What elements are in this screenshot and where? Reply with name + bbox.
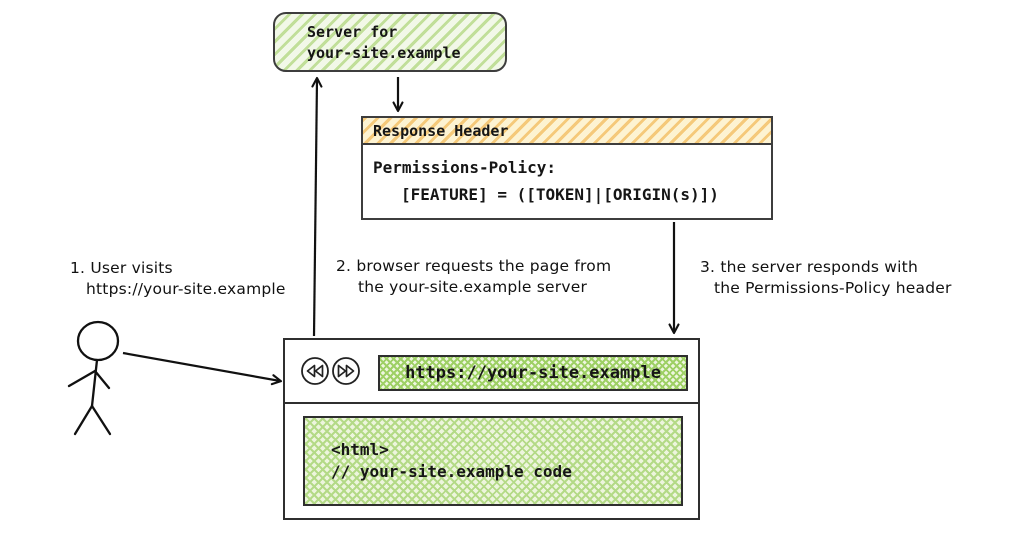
server-box: Server for your-site.example — [273, 12, 507, 72]
user-left-arm — [67, 369, 97, 388]
step-3-line1: 3. the server responds with — [700, 258, 918, 276]
response-header-title: Response Header — [363, 118, 771, 145]
user-head — [76, 320, 120, 362]
step-2-line1: 2. browser requests the page from — [336, 257, 612, 275]
page-code-line2: // your-site.example code — [331, 462, 572, 481]
forward-icon — [332, 357, 360, 385]
browser-window: https://your-site.example <html> // your… — [283, 338, 700, 520]
step-1-label: 1. User visits https://your-site.example — [70, 258, 286, 300]
user-right-leg — [90, 404, 112, 436]
browser-request-arrow — [311, 76, 323, 337]
user-right-arm — [93, 369, 111, 390]
user-body — [90, 358, 99, 408]
user-stick-figure — [67, 320, 120, 436]
page-content-box: <html> // your-site.example code — [303, 416, 683, 506]
url-text: https://your-site.example — [405, 363, 661, 383]
server-label-line1: Server for — [307, 23, 398, 41]
step-2-label: 2. browser requests the page from the yo… — [336, 256, 611, 298]
policy-syntax: [FEATURE] = ([TOKEN]|[ORIGIN(s)]) — [401, 185, 719, 204]
user-left-leg — [73, 404, 94, 436]
back-icon — [301, 357, 329, 385]
server-label-line2: your-site.example — [307, 44, 461, 62]
page-code-line1: <html> — [331, 440, 389, 459]
response-header-body: Permissions-Policy: [FEATURE] = ([TOKEN]… — [363, 145, 771, 208]
step-1-line2: https://your-site.example — [86, 280, 286, 298]
user-visit-arrow — [122, 351, 283, 386]
step-2-line2: the your-site.example server — [358, 278, 588, 296]
step-3-label: 3. the server responds with the Permissi… — [700, 257, 952, 299]
url-bar: https://your-site.example — [378, 355, 688, 391]
browser-toolbar: https://your-site.example — [285, 340, 698, 404]
policy-name: Permissions-Policy: — [373, 158, 557, 177]
response-header-box: Response Header Permissions-Policy: [FEA… — [361, 116, 773, 220]
step-3-line2: the Permissions-Policy header — [714, 279, 952, 297]
step-1-line1: 1. User visits — [70, 259, 173, 277]
